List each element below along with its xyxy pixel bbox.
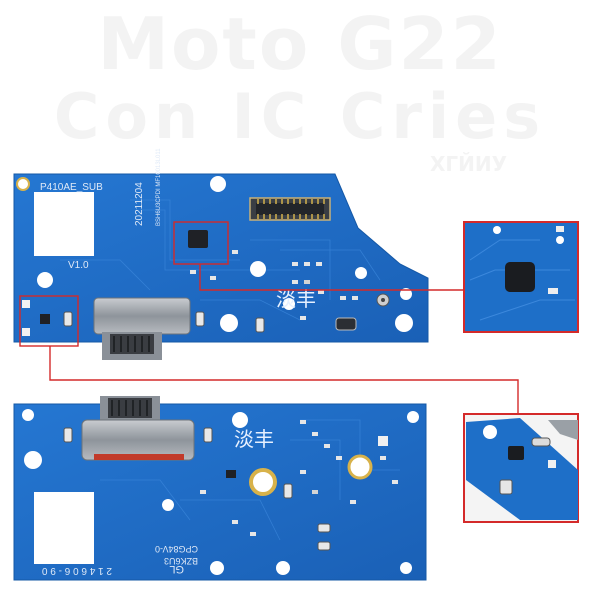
mount-hole — [210, 176, 226, 192]
board-version-label: V1.0 — [68, 260, 89, 271]
mount-hole — [250, 261, 266, 277]
board-code-label: BZK6U3 — [164, 556, 198, 566]
zoom-inset-ic — [463, 221, 579, 333]
watermark-line-3: ХГЙИУ — [430, 152, 508, 176]
mount-hole — [249, 468, 277, 496]
smd-capacitor — [200, 490, 206, 494]
mount-hole — [24, 451, 42, 469]
mount-hole — [162, 499, 174, 511]
smd-capacitor — [300, 420, 306, 424]
mount-hole — [407, 411, 419, 423]
mount-hole — [355, 267, 367, 279]
board-date-label: 2 1 4 6 0 6 - 9 0 — [42, 565, 112, 576]
smd-capacitor — [312, 432, 318, 436]
watermark-line-2: Con IC Cries — [53, 80, 547, 153]
smd-capacitor — [232, 520, 238, 524]
smd-components — [22, 293, 390, 336]
smd-components — [63, 427, 388, 551]
mount-hole — [232, 412, 248, 428]
top-board: P410AE_SUB 20211204 BSH6U3CPDI MF10013L0… — [13, 148, 429, 360]
highlight-box-sensor — [19, 295, 79, 347]
smd-capacitor — [210, 276, 216, 280]
ic-chip — [188, 230, 208, 248]
smd-capacitor — [352, 296, 358, 300]
smd-capacitor — [324, 444, 330, 448]
mount-hole — [37, 272, 53, 288]
mount-hole — [220, 314, 238, 332]
mount-hole — [283, 298, 295, 310]
smd-capacitor — [304, 262, 310, 266]
board-cutout — [34, 492, 94, 564]
mount-hole — [395, 314, 413, 332]
zoom-inset-sensor — [463, 413, 579, 523]
board-cutout — [34, 192, 94, 256]
bottom-board: 2 1 4 6 0 6 - 9 0 GL BZK6U3 CPG84V-0 淡丰 — [13, 396, 427, 581]
board-date-label: 20211204 — [134, 182, 145, 226]
smd-capacitor — [336, 456, 342, 460]
smd-capacitor — [350, 500, 356, 504]
mount-hole — [400, 562, 412, 574]
smd-capacitor — [250, 532, 256, 536]
board-model-label: P410AE_SUB — [40, 182, 103, 193]
smd-capacitor — [190, 270, 196, 274]
smd-capacitor — [292, 262, 298, 266]
smd-capacitor — [292, 280, 298, 284]
mount-hole — [22, 409, 34, 421]
mount-hole — [400, 288, 412, 300]
smd-capacitor — [300, 470, 306, 474]
mount-hole — [210, 561, 224, 575]
board-gl-label: GL — [169, 563, 184, 575]
mount-hole — [276, 561, 290, 575]
board-code-label: BSH6U3CPDI MF10013L011 — [156, 148, 162, 226]
smd-capacitor — [304, 280, 310, 284]
smd-capacitor — [340, 296, 346, 300]
highlight-box-ic — [173, 221, 229, 265]
mount-hole — [16, 177, 30, 191]
smd-capacitor — [232, 250, 238, 254]
smd-capacitor — [392, 480, 398, 484]
mount-hole — [347, 454, 373, 480]
smd-capacitor — [316, 262, 322, 266]
smd-capacitor — [312, 490, 318, 494]
board-code2-label: CPG84V-0 — [155, 544, 198, 554]
smd-capacitor — [318, 290, 324, 294]
smd-capacitor — [300, 316, 306, 320]
smd-capacitor — [380, 456, 386, 460]
seller-stamp: 淡丰 — [234, 427, 274, 451]
seller-stamp: 淡丰 — [276, 287, 316, 311]
watermark-line-1: Moto G22 — [97, 2, 503, 86]
callout-lines — [19, 221, 519, 414]
